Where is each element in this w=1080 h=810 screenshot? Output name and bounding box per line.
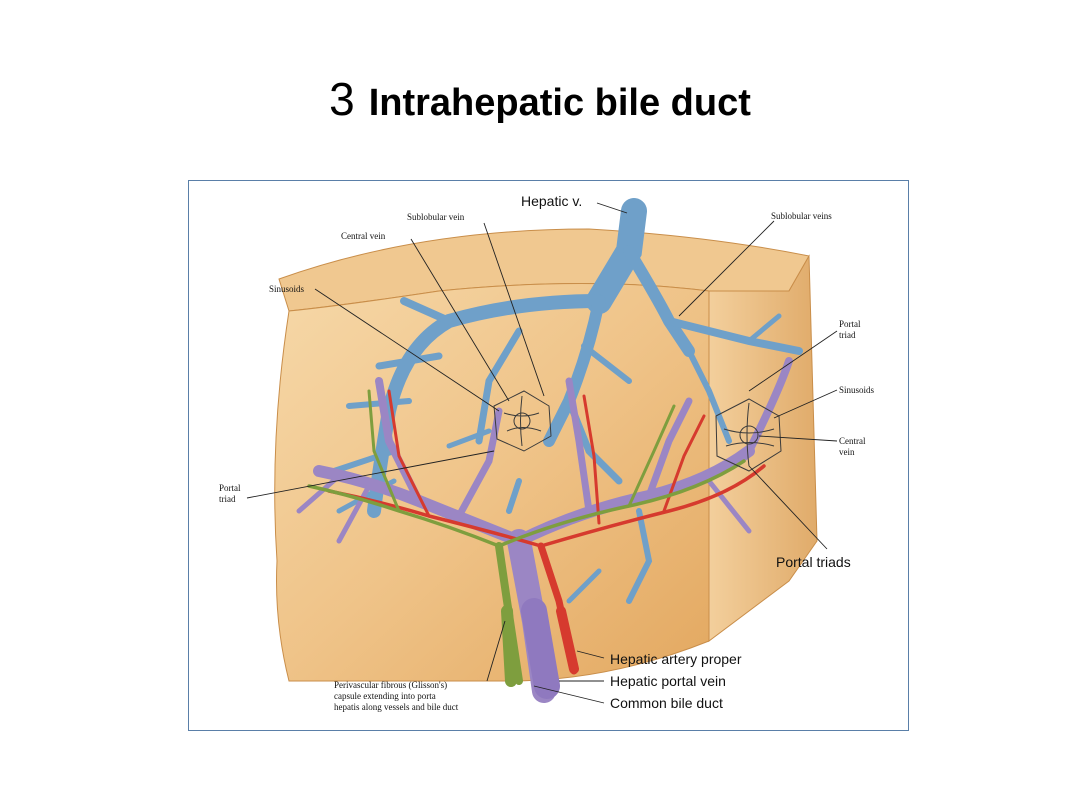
slide-title: 3 Intrahepatic bile duct bbox=[0, 72, 1080, 126]
liver-diagram: Hepatic v. Sublobular vein Sublobular ve… bbox=[219, 193, 875, 712]
label-hepatic-v: Hepatic v. bbox=[521, 193, 582, 209]
label-sinusoids-right: Sinusoids bbox=[839, 385, 875, 395]
label-portal-triad-left-1: Portal bbox=[219, 483, 241, 493]
label-glisson-line-2: capsule extending into porta bbox=[334, 691, 436, 701]
common-bile-duct-trunk bbox=[501, 605, 517, 687]
label-portal-triads: Portal triads bbox=[776, 554, 851, 570]
label-glisson-line-3: hepatis along vessels and bile duct bbox=[334, 702, 459, 712]
label-sublobular-vein: Sublobular vein bbox=[407, 212, 465, 222]
liver-side-face bbox=[708, 254, 818, 642]
slide-heading: Intrahepatic bile duct bbox=[368, 82, 751, 124]
liver-front-face bbox=[274, 283, 710, 682]
label-hepatic-artery-proper: Hepatic artery proper bbox=[610, 651, 742, 667]
label-portal-triad-left-2: triad bbox=[219, 494, 236, 504]
lobule-left bbox=[493, 390, 552, 452]
hepatic-artery-trunk bbox=[556, 606, 579, 674]
lobule-right bbox=[715, 398, 782, 472]
label-central-vein-top: Central vein bbox=[341, 231, 386, 241]
label-hepatic-portal-vein: Hepatic portal vein bbox=[610, 673, 726, 689]
label-central-vein-right-2: vein bbox=[839, 447, 855, 457]
label-portal-triad-right-2: triad bbox=[839, 330, 856, 340]
leader-lines bbox=[246, 202, 838, 704]
label-common-bile-duct: Common bile duct bbox=[610, 695, 723, 711]
label-central-vein-right-1: Central bbox=[839, 436, 866, 446]
portal-vein-trunk bbox=[521, 598, 560, 699]
label-sinusoids-left: Sinusoids bbox=[269, 284, 305, 294]
label-sublobular-veins: Sublobular veins bbox=[771, 211, 832, 221]
label-glisson-line-1: Perivascular fibrous (Glisson's) bbox=[334, 680, 447, 690]
slide-number: 3 bbox=[329, 73, 355, 125]
liver-diagram-frame: Hepatic v. Sublobular vein Sublobular ve… bbox=[188, 180, 909, 731]
label-portal-triad-right-1: Portal bbox=[839, 319, 861, 329]
